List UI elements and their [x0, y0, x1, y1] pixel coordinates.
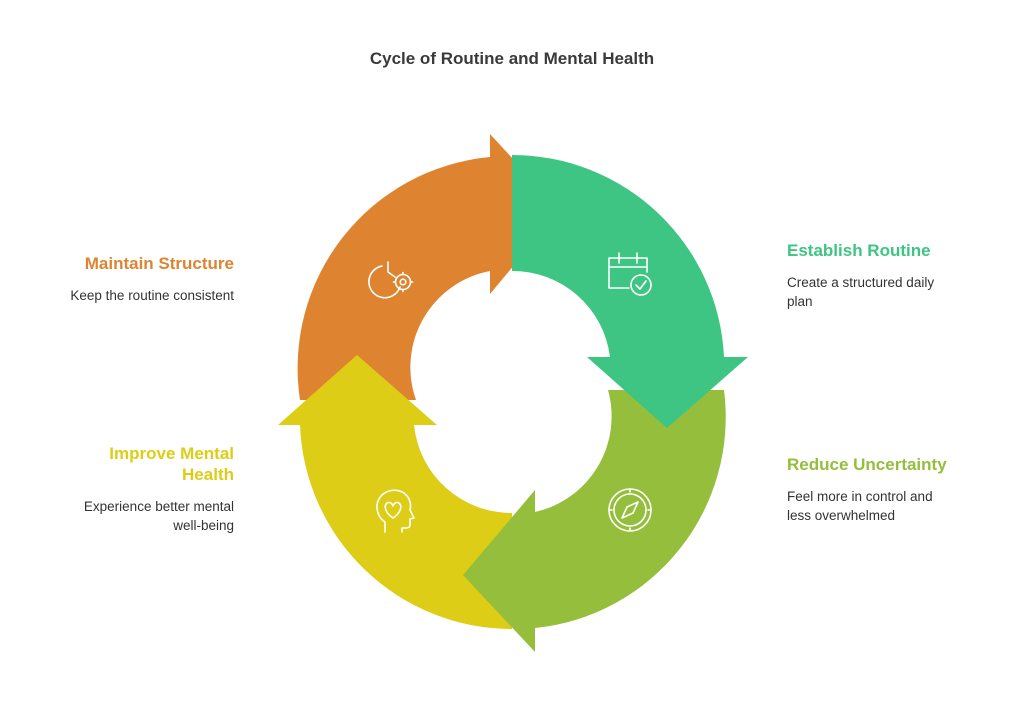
- step-establish-routine: Establish Routine Create a structured da…: [787, 240, 987, 311]
- arrow-segment-maintain: [297, 134, 560, 400]
- step-heading: Reduce Uncertainty: [787, 455, 947, 474]
- clock-gear-icon: [368, 261, 414, 299]
- page-title: Cycle of Routine and Mental Health: [369, 49, 655, 68]
- step-description: Create a structured daily plan: [787, 275, 935, 309]
- arrow-segment-establish: [512, 154, 748, 428]
- head-heart-icon: [376, 489, 415, 533]
- calendar-check-icon: [608, 252, 652, 296]
- step-heading: Improve Mental Health: [109, 444, 234, 484]
- step-heading: Maintain Structure: [84, 254, 234, 273]
- step-heading: Establish Routine: [787, 241, 931, 260]
- step-maintain-structure: Maintain Structure Keep the routine cons…: [4, 253, 234, 305]
- arrow-segment-reduce: [463, 390, 726, 652]
- step-improve-mental-health: Improve Mental Health Experience better …: [4, 443, 234, 535]
- step-description: Experience better mental well-being: [83, 499, 234, 533]
- step-description: Keep the routine consistent: [70, 288, 234, 303]
- step-description: Feel more in control and less overwhelme…: [787, 489, 933, 523]
- compass-icon: [608, 488, 652, 532]
- arrow-segment-improve: [278, 355, 512, 630]
- step-reduce-uncertainty: Reduce Uncertainty Feel more in control …: [787, 454, 987, 525]
